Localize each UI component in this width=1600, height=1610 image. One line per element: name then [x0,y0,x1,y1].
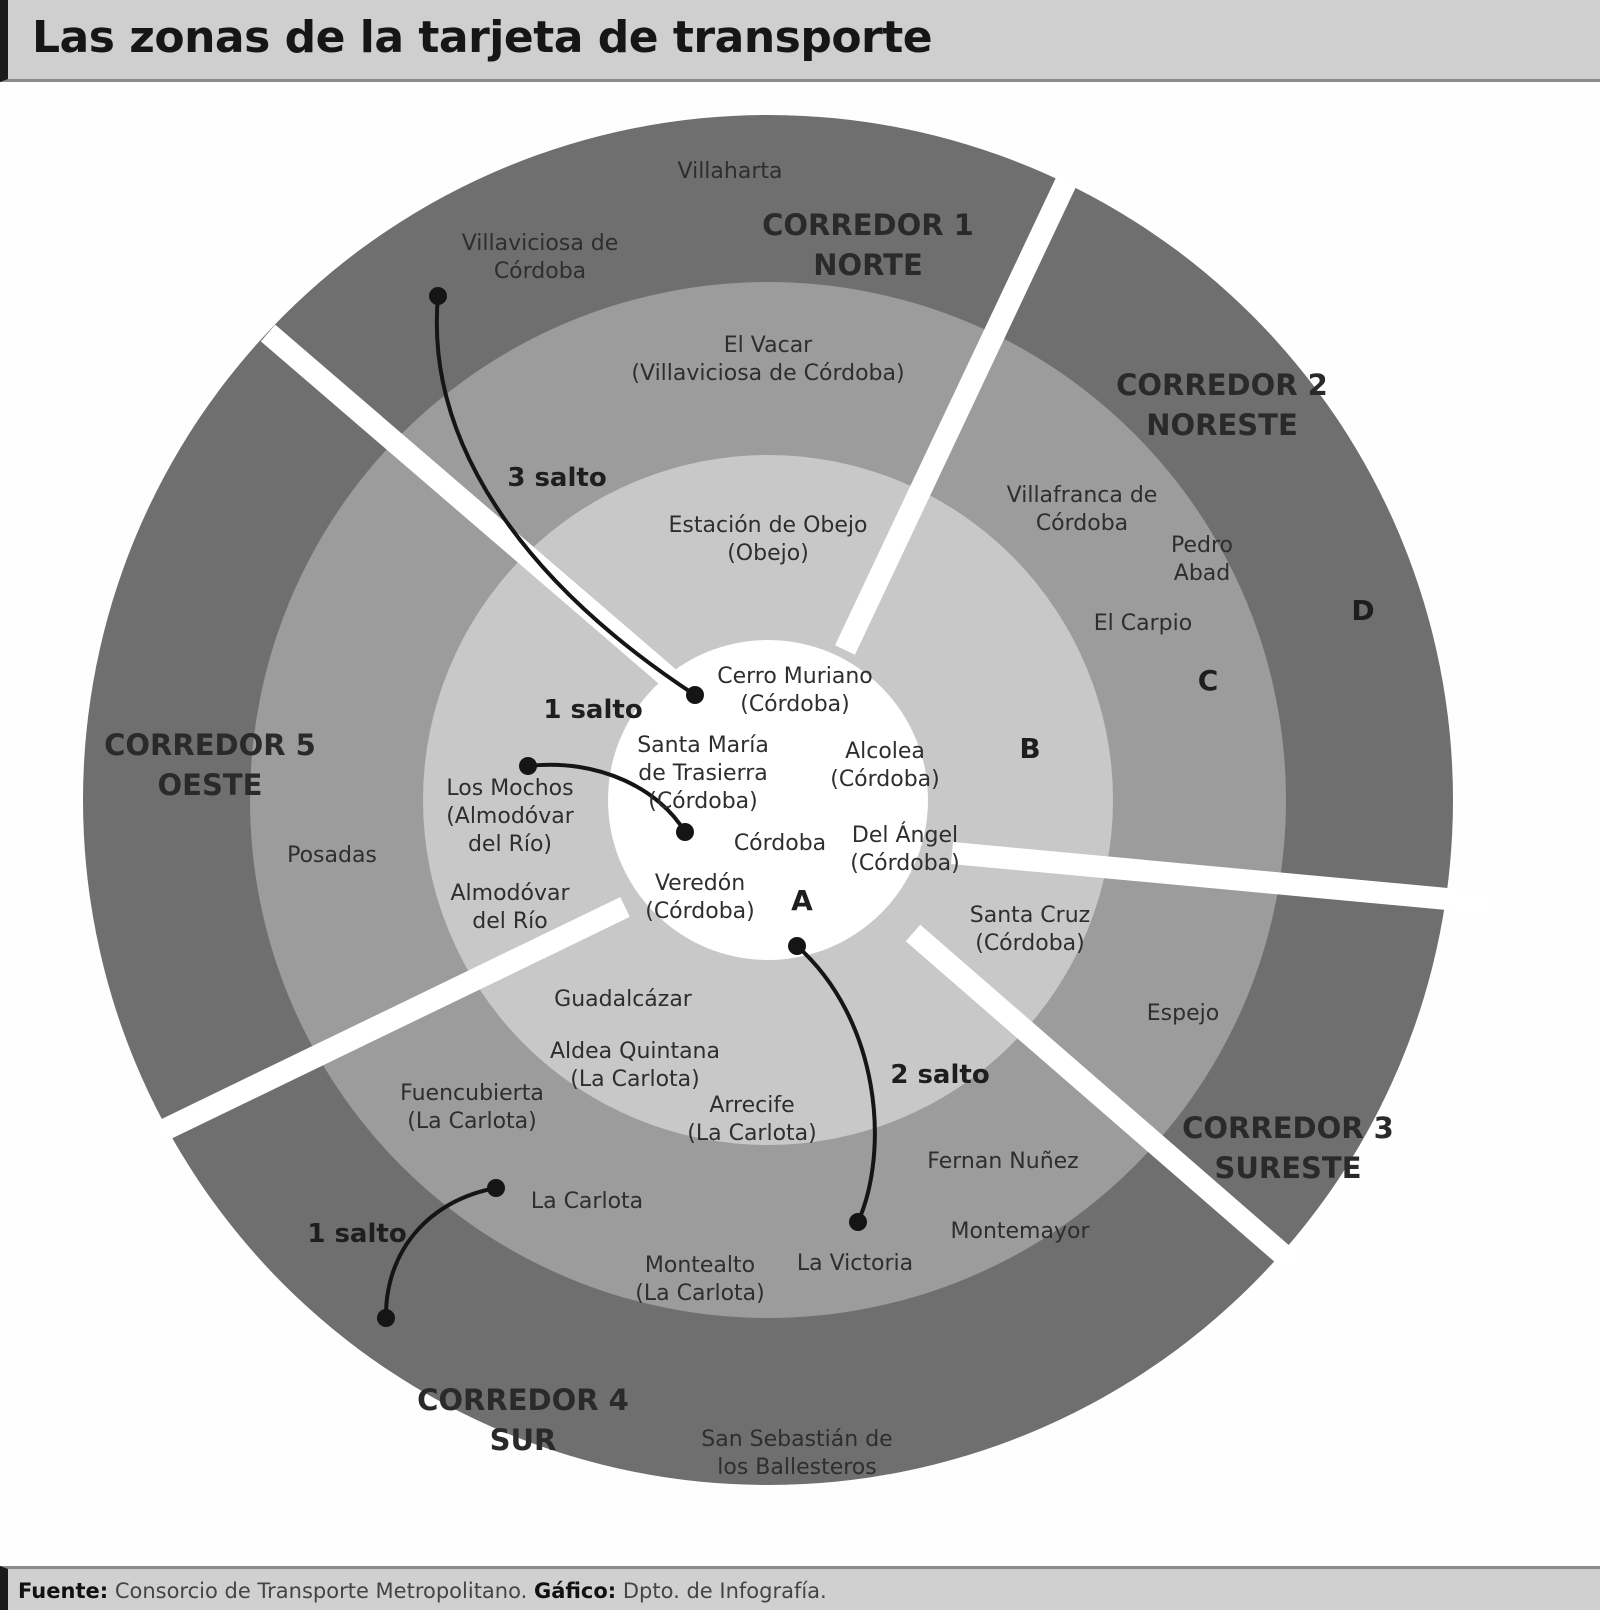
source-label: Fuente: [18,1579,109,1603]
jump-dot [686,686,704,704]
zone-label-d: D [1351,594,1374,627]
jump-dot [788,937,806,955]
jump-label-southwest: 1 salto [307,1219,406,1249]
corridor-separator-5 [260,324,691,699]
corridor-separator-1 [835,173,1078,655]
footer-credits: Fuente: Consorcio de Transporte Metropol… [0,1566,1600,1610]
header-bar: Las zonas de la tarjeta de transporte [0,0,1600,82]
jump-label-west: 1 salto [543,695,642,725]
corridor-separator-2 [950,842,1492,914]
place-del-angel: Del Ángel(Córdoba) [850,822,960,876]
jump-line-south [795,944,877,1223]
zone-label-c: C [1198,664,1219,697]
jump-dot [487,1179,505,1197]
place-arrecife: Arrecife(La Carlota) [687,1093,816,1146]
zone-a-ring [608,640,928,960]
place-el-vacar: El Vacar(Villaviciosa de Córdoba) [631,333,904,386]
place-el-carpio: El Carpio [1094,611,1192,636]
jump-dot [377,1309,395,1327]
corridor-separator-3 [905,924,1303,1274]
jump-label-north: 3 salto [507,463,606,493]
place-posadas: Posadas [287,843,377,868]
corridor-separators [155,173,1492,1274]
jump-dot [849,1213,867,1231]
jump-dot [429,287,447,305]
place-villaharta: Villaharta [678,159,783,184]
graphic-text: Dpto. de Infografía. [622,1579,827,1603]
graphic-label: Gáfico: [533,1579,617,1603]
place-cerro-muriano: Cerro Muriano(Córdoba) [717,664,873,717]
place-la-victoria: La Victoria [797,1251,913,1276]
jump-dot [676,823,694,841]
place-montemayor: Montemayor [951,1219,1091,1244]
jump-dot [519,757,537,775]
place-montealto: Montealto(La Carlota) [635,1253,764,1306]
jump-line-north [434,295,697,697]
place-fernan-nunez: Fernan Nuñez [927,1149,1078,1174]
page-title: Las zonas de la tarjeta de transporte [32,12,933,63]
place-alcolea: Alcolea(Córdoba) [830,739,940,792]
place-espejo: Espejo [1147,1001,1219,1026]
source-text: Consorcio de Transporte Metropolitano. [114,1579,528,1603]
place-cordoba: Córdoba [734,831,826,856]
jump-line-west [527,762,687,834]
place-aldea-quintana: Aldea Quintana(La Carlota) [550,1039,720,1092]
jump-connectors [377,287,877,1327]
place-fuencubierta: Fuencubierta(La Carlota) [400,1081,544,1134]
zone-label-a: A [791,884,813,917]
jump-label-south: 2 salto [890,1060,989,1090]
place-veredon: Veredón(Córdoba) [645,871,755,924]
zone-rings [83,115,1453,1485]
zone-label-b: B [1019,732,1040,765]
place-estacion-obejo: Estación de Obejo(Obejo) [669,513,868,566]
place-la-carlota: La Carlota [531,1189,643,1214]
corridor-separator-4 [155,897,630,1142]
place-santa-cruz: Santa Cruz(Córdoba) [970,903,1090,956]
jump-line-southwest [383,1186,497,1319]
place-guadalcazar: Guadalcázar [554,987,693,1012]
